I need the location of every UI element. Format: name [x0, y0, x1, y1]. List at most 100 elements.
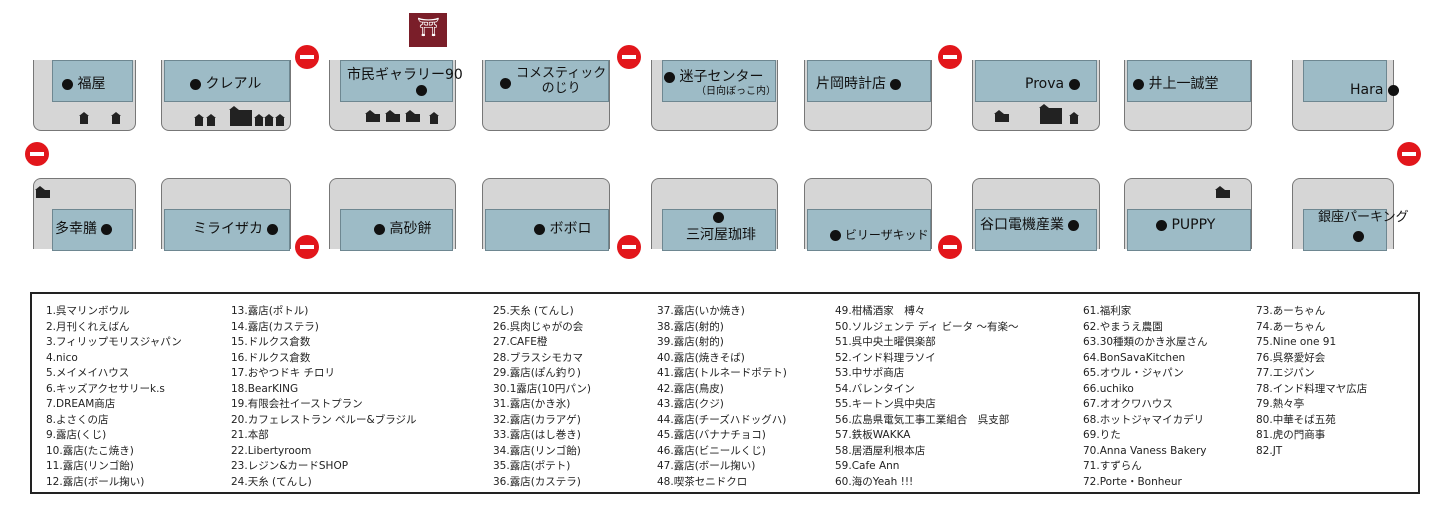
legend-item: 35.露店(ポテト): [493, 460, 571, 472]
legend-item: 20.カフェレストラン ペルー&ブラジル: [231, 413, 417, 426]
location-dot: [534, 223, 545, 235]
building: [1303, 60, 1387, 102]
legend-item: 2.月刊くれえばん: [46, 320, 130, 333]
legend-item: 51.呉中央土曜倶楽部: [835, 336, 936, 348]
block-bottom-4: [482, 178, 610, 251]
building: [662, 60, 776, 102]
legend-item: 10.露店(たこ焼き): [46, 444, 134, 457]
shop-label[interactable]: 井上一誠堂: [1133, 77, 1218, 91]
shop-label[interactable]: ビリーザキッド: [830, 229, 929, 241]
shop-label[interactable]: ボボロ: [534, 222, 591, 236]
legend-item: 23.レジン&カードSHOP: [231, 460, 349, 472]
shop-label[interactable]: 福屋: [62, 77, 105, 91]
shop-label[interactable]: コメスティック のじり: [516, 66, 607, 96]
legend-item: 15.ドルクス倉数: [231, 336, 311, 348]
building: [340, 209, 453, 251]
legend-item: 73.あーちゃん: [1256, 305, 1326, 317]
legend-item: 26.呉肉じゃがの会: [493, 320, 584, 333]
shop-label[interactable]: 銀座パーキング: [1318, 210, 1409, 225]
legend-item: 47.露店(ボール掬い): [657, 460, 756, 472]
block-top-8: [1124, 60, 1252, 131]
block-top-7: [972, 60, 1100, 131]
stage-icon: [229, 106, 252, 126]
legend-item: 30.1露店(10円パン): [493, 382, 591, 395]
building: [164, 60, 290, 102]
location-dot: [267, 223, 279, 235]
block-bottom-6: [804, 178, 932, 251]
kitchen-car-icon: [405, 110, 420, 122]
location-dot: [664, 71, 675, 83]
legend-item: 80.中華そば五苑: [1256, 413, 1336, 426]
legend-item: 13.露店(ポトル): [231, 305, 309, 317]
legend-item: 19.有限会社イーストプラン: [231, 398, 363, 410]
stall-tent-icon: [275, 114, 285, 126]
legend-item: 66.uchiko: [1083, 382, 1134, 395]
building: [340, 60, 453, 102]
legend-column: 37.露店(いか焼き)38.露店(射的)39.露店(射的)40.露店(焼きそば)…: [657, 304, 787, 490]
stage-icon: [1039, 104, 1062, 124]
legend-item: 37.露店(いか焼き): [657, 305, 745, 317]
building: [52, 209, 133, 251]
legend-item: 41.露店(トルネードポテト): [657, 367, 787, 379]
shop-label[interactable]: 市民ギャラリー90: [347, 67, 463, 83]
shop-label[interactable]: 高砂餅: [374, 222, 431, 236]
legend-item: 8.よさくの店: [46, 413, 109, 426]
location-dot: [713, 212, 724, 223]
shop-label[interactable]: Prova: [1025, 77, 1080, 91]
legend-item: 64.BonSavaKitchen: [1083, 351, 1186, 364]
shop-label[interactable]: PUPPY: [1156, 218, 1215, 232]
legend-item: 43.露店(クジ): [657, 398, 724, 410]
shop-label[interactable]: 多幸膳: [55, 222, 113, 236]
location-dot: [1353, 231, 1364, 242]
stall-tent-icon: [254, 114, 264, 126]
legend-item: 52.インド料理ラソイ: [835, 351, 936, 364]
legend-item: 11.露店(リンゴ飴): [46, 460, 134, 472]
shop-label[interactable]: 迷子センター: [664, 70, 763, 84]
legend-item: 67.オオクワハウス: [1083, 398, 1173, 410]
location-dot: [374, 223, 385, 235]
legend-item: 29.露店(ぽん釣り): [493, 367, 581, 379]
stall-tent-icon: [1069, 112, 1079, 124]
no-entry-sign-icon: [25, 142, 49, 166]
legend-item: 58.居酒屋利根本店: [835, 444, 926, 457]
block-bottom-9: [1292, 178, 1394, 251]
block-top-6: [804, 60, 932, 131]
shrine-marker-icon[interactable]: [409, 13, 447, 47]
stall-tent-icon: [429, 112, 439, 124]
no-entry-sign-icon: [617, 45, 641, 69]
stall-tent-icon: [206, 114, 216, 126]
legend-item: 56.広島県電気工事工業組合 呉支部: [835, 413, 1010, 426]
legend-item: 32.露店(カラアゲ): [493, 413, 581, 426]
legend-item: 3.フィリップモリスジャパン: [46, 336, 182, 348]
legend-item: 9.露店(くじ): [46, 429, 107, 441]
legend-item: 69.りた: [1083, 429, 1121, 441]
legend-item: 44.露店(チーズハドッグハ): [657, 413, 787, 426]
no-entry-sign-icon: [295, 45, 319, 69]
legend-item: 24.天糸 (てんし): [231, 475, 312, 488]
legend-item: 72.Porte・Bonheur: [1083, 475, 1182, 488]
legend-item: 60.海のYeah !!!: [835, 475, 914, 488]
legend-item: 5.メイメイハウス: [46, 367, 130, 379]
shop-label[interactable]: 三河屋珈琲: [686, 227, 756, 243]
shop-label[interactable]: 片岡時計店: [816, 77, 902, 91]
shop-label[interactable]: ミライザカ: [193, 222, 279, 236]
legend-item: 4.nico: [46, 351, 78, 364]
shop-label[interactable]: クレアル: [190, 77, 261, 91]
shop-label[interactable]: Hara: [1350, 83, 1399, 97]
stall-tent-icon: [111, 112, 121, 124]
shop-label[interactable]: 谷口電機産業: [980, 218, 1080, 232]
legend-item: 76.呉祭愛好会: [1256, 351, 1326, 364]
legend-item: 77.エジパン: [1256, 367, 1315, 379]
no-entry-sign-icon: [617, 235, 641, 259]
legend-item: 70.Anna Vaness Bakery: [1083, 444, 1207, 457]
legend-item: 49.柑橘酒家 榑々: [835, 305, 926, 317]
legend-item: 48.喫茶セニドクロ: [657, 475, 748, 488]
no-entry-sign-icon: [1397, 142, 1421, 166]
legend-item: 22.Libertyroom: [231, 444, 312, 457]
no-entry-sign-icon: [938, 45, 962, 69]
